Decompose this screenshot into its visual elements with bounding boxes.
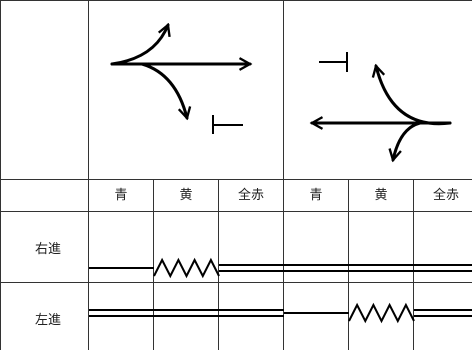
right-turn-arrow: [376, 66, 452, 126]
left-turn-arrow: [110, 25, 168, 66]
right-turn-arrow: [140, 62, 187, 118]
movement-diagram-right-direction: [110, 25, 250, 118]
header-yellow-1: 黄: [179, 188, 193, 203]
header-yellow-2: 黄: [374, 188, 388, 203]
row-label-left-direction: 左進: [34, 313, 61, 328]
header-allred-2: 全赤: [432, 188, 459, 203]
movement-diagram-left-direction: [312, 66, 452, 160]
header-green-2: 青: [309, 188, 323, 203]
left-turn-arrow: [393, 121, 422, 160]
header-allred-1: 全赤: [237, 188, 264, 203]
phase-line-zigzag: [153, 257, 220, 279]
row-label-right-direction: 右進: [34, 242, 61, 257]
phase-timelines: [89, 257, 472, 324]
stop-line-left-direction: [319, 52, 348, 72]
phase-line-zigzag: [348, 302, 415, 324]
header-green-1: 青: [114, 188, 128, 203]
stop-line-right-direction: [212, 115, 243, 134]
